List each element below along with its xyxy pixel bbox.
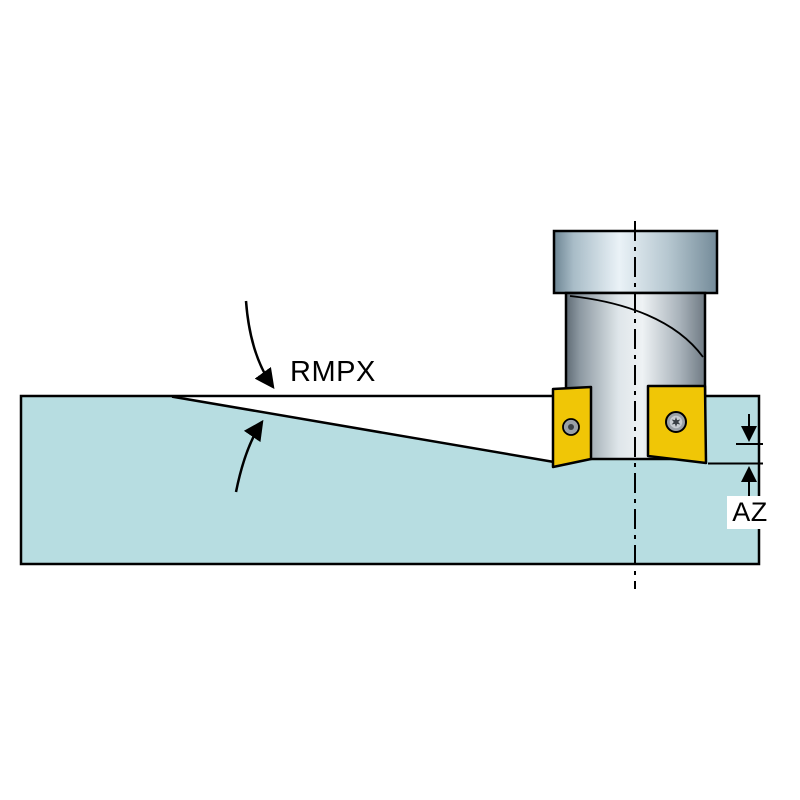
ramp-slope-line	[171, 395, 558, 464]
torx-star-icon	[671, 417, 681, 427]
ramp-angle-label: RMPX	[290, 356, 376, 388]
ramp-angle-arrow-lower-icon	[234, 419, 264, 493]
insert-screw-left-center	[568, 424, 574, 430]
ramp-angle-arrow-upper-icon	[244, 300, 275, 390]
az-label-backplate	[727, 496, 774, 529]
cutter-shoulder-line	[569, 295, 704, 358]
axial-depth-label: AZ	[732, 497, 768, 527]
